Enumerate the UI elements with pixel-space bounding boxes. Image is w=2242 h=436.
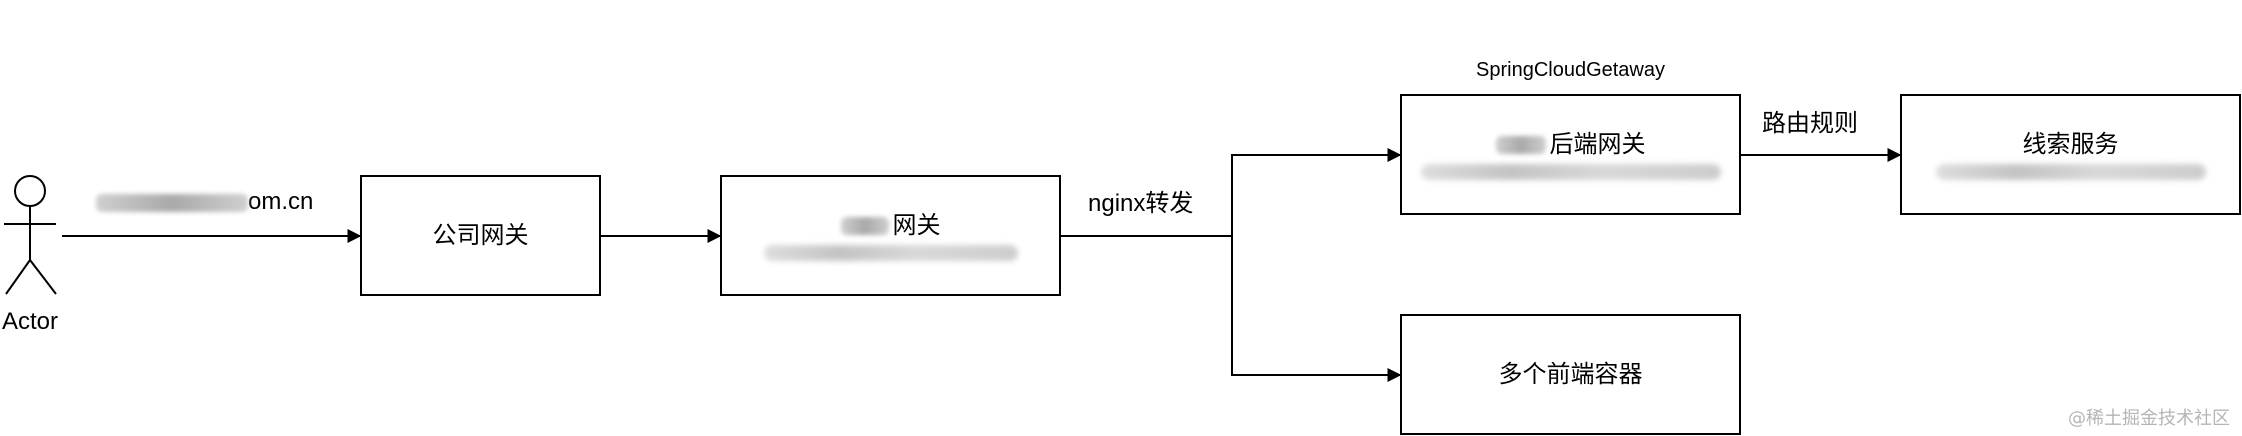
node-title-text: 后端网关 — [1549, 130, 1646, 158]
node-title: 后端网关 — [1495, 130, 1646, 160]
redacted-domain-prefix — [96, 193, 248, 212]
node-backend-gateway[interactable]: 后端网关 — [1400, 94, 1741, 215]
node-company-gateway[interactable]: 公司网关 — [360, 175, 601, 296]
node-title: 多个前端容器 — [1498, 360, 1643, 388]
edge-nginx-to-backend — [1060, 148, 1402, 237]
node-app-gateway[interactable]: 网关 — [720, 175, 1061, 296]
node-frontend-containers[interactable]: 多个前端容器 — [1400, 314, 1741, 435]
redacted-prefix — [840, 216, 889, 235]
watermark: @稀土掘金技术社区 — [2068, 408, 2230, 429]
edge-label-routing: 路由规则 — [1762, 110, 1858, 137]
actor-icon — [4, 175, 57, 295]
node-title-text: 网关 — [892, 211, 941, 239]
node-lead-service[interactable]: 线索服务 — [1900, 94, 2241, 215]
domain-suffix: om.cn — [248, 188, 314, 215]
group-label: SpringCloudGetaway — [1476, 59, 1665, 81]
edge-label-domain: om.cn — [96, 188, 313, 216]
node-title: 网关 — [840, 211, 941, 241]
redacted-detail — [1420, 163, 1721, 180]
node-title: 公司网关 — [432, 221, 529, 249]
node-title: 线索服务 — [2022, 130, 2119, 158]
redacted-detail — [763, 244, 1018, 261]
edge-label-nginx: nginx转发 — [1088, 190, 1194, 217]
redacted-detail — [1935, 163, 2206, 180]
edge-nginx-to-frontend — [1231, 236, 1402, 382]
actor-label: Actor — [2, 308, 59, 335]
redacted-prefix — [1495, 135, 1546, 154]
